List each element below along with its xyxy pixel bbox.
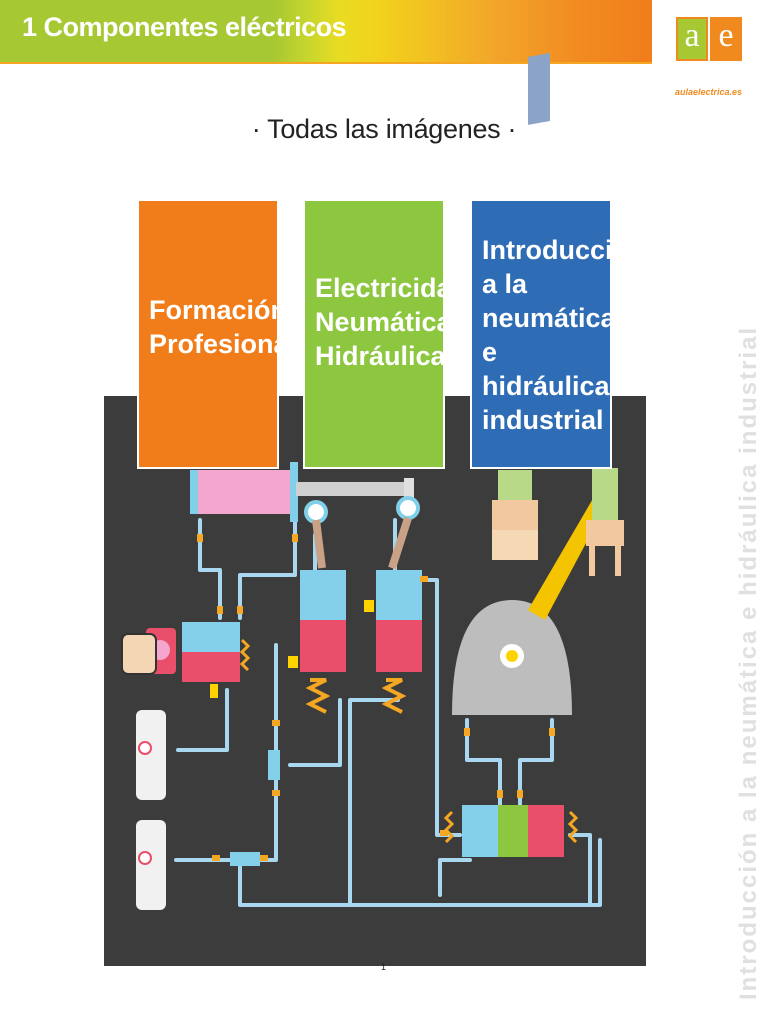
card-line: Formación bbox=[149, 295, 288, 325]
card-line: industrial bbox=[482, 405, 604, 435]
logo-site-name: aulaelectrica.es bbox=[675, 87, 743, 97]
logo-letter-a: a bbox=[684, 17, 700, 54]
slide-title: 1 Componentes eléctricos bbox=[22, 12, 347, 42]
card-line: Neumática bbox=[315, 307, 452, 337]
logo-letter-e: e bbox=[718, 17, 734, 54]
card-introduccion: Introducción a la neumática e hidráulica… bbox=[470, 199, 646, 469]
card-line: a la bbox=[482, 269, 528, 299]
logo-a-box: a bbox=[676, 17, 708, 61]
card-line: neumática bbox=[482, 303, 616, 333]
card-electricidad-neumatica-hidraulica: Electricidad Neumática Hidráulica bbox=[303, 199, 469, 469]
card-line: Profesional bbox=[149, 329, 297, 359]
logo: a e bbox=[676, 17, 742, 69]
subtitle: · Todas las imágenes · bbox=[251, 114, 517, 144]
card-line: e hidráulica bbox=[482, 337, 610, 401]
header-divider bbox=[0, 62, 652, 64]
card-line: Hidráulica bbox=[315, 341, 446, 371]
card-line: Electricidad bbox=[315, 273, 469, 303]
logo-e-box: e bbox=[710, 17, 742, 61]
page-number: 1 bbox=[381, 962, 387, 972]
header-bar: 1 Componentes eléctricos bbox=[0, 0, 652, 62]
card-line: Introducción bbox=[482, 235, 646, 265]
card-formacion-profesional: Formación Profesional bbox=[137, 199, 297, 469]
